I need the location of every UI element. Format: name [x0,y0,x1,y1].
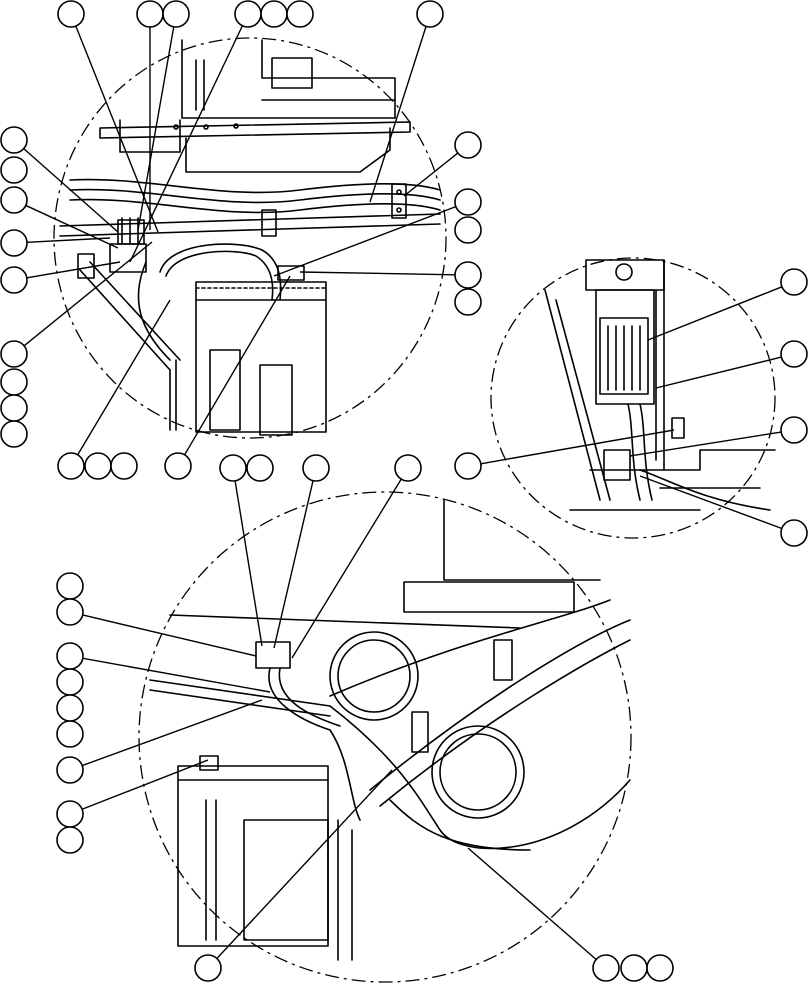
leader-line [77,299,171,456]
leader-line [273,480,314,649]
upper-left-detail-view [53,37,447,439]
leader-line [82,657,271,693]
detail-boundary-right [490,257,776,539]
leader-lines [23,25,783,960]
leader-line [629,431,782,457]
callout-bubble [0,368,28,396]
leader-line [81,759,209,810]
callout-bubble [592,954,620,982]
callout-bubble [0,266,28,294]
callout-bubble [56,694,84,722]
callout-bubble [454,188,482,216]
lower-detail-view [138,491,632,983]
leader-line [137,26,175,231]
leader-line [25,204,119,249]
leader-line [23,148,119,233]
leader-line [655,356,782,389]
right-detail-view [490,257,776,539]
callout-bubble [56,668,84,696]
callout-bubble [56,826,84,854]
callout-bubble [110,452,138,480]
leader-line [216,769,393,959]
lower-detail-linework [149,499,631,961]
callout-bubble [57,452,85,480]
leader-line [299,271,456,276]
callout-bubble [162,0,190,28]
callout-bubble [0,126,28,154]
callout-bubble [56,642,84,670]
callout-bubble [0,229,28,257]
callout-bubble [454,452,482,480]
callout-bubble [780,340,808,368]
callout-bubble [780,416,808,444]
callout-bubble [454,288,482,316]
leader-line [467,847,597,960]
leader-line [647,286,783,341]
leader-line [273,205,457,277]
callout-bubble [0,156,28,184]
callout-bubble [246,454,274,482]
callout-bubble [234,0,262,28]
callout-bubble [56,720,84,748]
callout-bubble [57,0,85,28]
callout-bubble [620,954,648,982]
leader-line [234,480,263,647]
callout-bubble [646,954,674,982]
callout-bubble [219,454,247,482]
callout-bubble [136,0,164,28]
callout-bubble [416,0,444,28]
callout-bubble [0,394,28,422]
callout-bubble [164,452,192,480]
leader-line [480,429,675,465]
leader-line [639,475,783,530]
callout-bubble [0,340,28,368]
leader-line [26,237,111,244]
leader-line [291,478,402,659]
leader-line [23,241,153,347]
callout-bubble [56,800,84,828]
callout-bubble [56,756,84,784]
callout-bubble [0,420,28,448]
detail-boundary-lower [138,491,632,983]
callout-bubble [260,0,288,28]
leader-line [403,152,459,197]
callout-bubble [286,0,314,28]
callout-bubble [56,598,84,626]
leader-line [81,699,263,767]
callout-bubble [194,954,222,982]
callout-bubble [84,452,112,480]
callout-bubble [780,519,808,547]
upper-detail-linework [59,39,441,436]
leader-line [82,614,257,657]
callout-bubble [454,261,482,289]
callout-bubble [780,268,808,296]
callout-bubble [454,131,482,159]
right-detail-linework [544,259,776,511]
detail-boundary-upper [53,37,447,439]
callout-bubble [394,454,422,482]
leader-line [369,26,427,203]
callout-bubble [454,216,482,244]
callout-bubble [302,454,330,482]
leader-line [129,25,244,263]
leader-line [183,275,291,456]
leader-line [26,261,121,279]
callout-bubble [0,186,28,214]
callout-bubble [56,572,84,600]
